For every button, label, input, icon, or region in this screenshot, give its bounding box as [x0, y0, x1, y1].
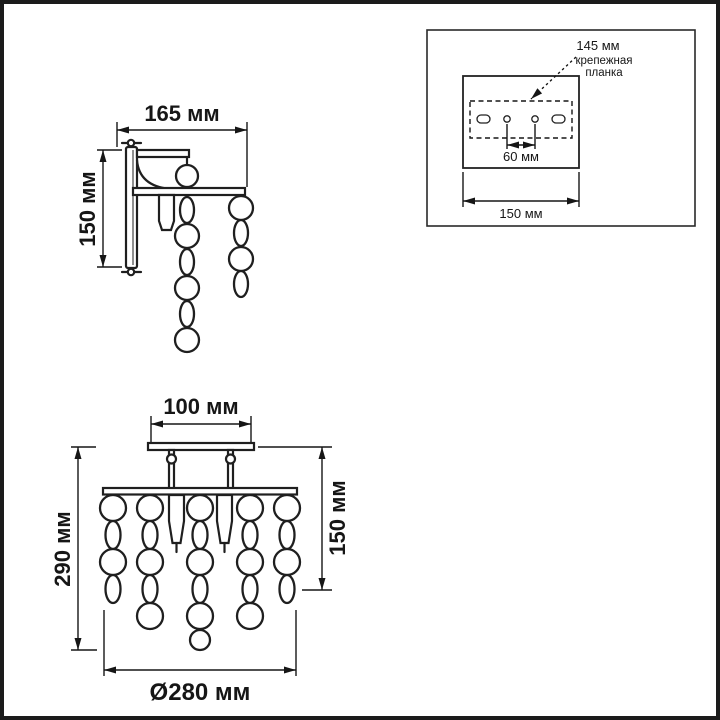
candle-socket [157, 193, 176, 232]
bead [235, 493, 265, 523]
bead [185, 601, 215, 631]
bead [173, 274, 201, 302]
candle-socket-left [167, 493, 186, 545]
bead-chain-front-center [185, 493, 215, 652]
bead-ring [141, 573, 159, 605]
front-view-fixture [101, 441, 299, 554]
screw-bottom [126, 267, 136, 277]
side-view: 165 мм 150 мм [75, 101, 255, 354]
main-bar [101, 486, 299, 496]
slot-hole-right [551, 114, 566, 124]
bead [135, 547, 165, 577]
dim-hole-spacing: 60 мм [503, 124, 539, 164]
dim-side-height: 150 мм [75, 149, 122, 268]
bead [173, 222, 201, 250]
dim-side-width: 165 мм [116, 101, 248, 187]
arm [135, 148, 191, 159]
side-view-fixture [120, 138, 247, 277]
post-bead-right [224, 453, 237, 465]
bead-ring [178, 299, 196, 329]
bead [98, 547, 128, 577]
bead [185, 547, 215, 577]
bead-ring [278, 519, 296, 551]
bead [135, 601, 165, 631]
bead-chain-front-1 [98, 493, 128, 605]
bead [272, 493, 302, 523]
dim-label-side-width: 165 мм [144, 101, 219, 126]
bead-ring [104, 519, 122, 551]
wall-plate [124, 145, 139, 270]
bead [272, 547, 302, 577]
screw-top [126, 138, 136, 148]
bead-ring [141, 519, 159, 551]
bead-chain-front-4 [235, 493, 265, 631]
bead [98, 493, 128, 523]
candle-socket-right [215, 493, 234, 545]
bead [174, 163, 200, 189]
dim-label-plate-width: 150 мм [499, 206, 542, 221]
mounting-detail-inset: 145 мм крепежная планка 60 мм 150 мм [426, 29, 696, 227]
dim-label-hole-spacing: 60 мм [503, 149, 539, 164]
bead [135, 493, 165, 523]
dim-plate-width: 150 мм [462, 172, 580, 221]
bead-ring [232, 269, 250, 299]
frame-bar [131, 186, 247, 197]
front-view: 100 мм 150 мм 290 мм [50, 394, 350, 706]
bead-chain-front-5 [272, 493, 302, 605]
bead [227, 194, 255, 222]
mounting-strip-dashed [469, 100, 573, 139]
bead [185, 493, 215, 523]
plate-caption-line2: планка [585, 67, 623, 79]
leader-line [530, 56, 577, 100]
arm-curve [135, 158, 172, 191]
dim-front-upper-height: 150 мм [258, 446, 350, 591]
dim-front-top-width: 100 мм [150, 394, 252, 442]
dim-label-front-upper-height: 150 мм [325, 480, 350, 555]
bead-ring [191, 519, 209, 551]
bead-ring [241, 519, 259, 551]
bead [188, 628, 212, 652]
dim-label-front-total-height: 290 мм [50, 511, 75, 586]
dim-label-side-height: 150 мм [75, 171, 100, 246]
bead [235, 601, 265, 631]
top-plate [146, 441, 256, 452]
bead-chain-side-center [173, 163, 201, 354]
bead-ring [191, 573, 209, 605]
bead-ring [104, 573, 122, 605]
screw-hole-right [531, 115, 539, 123]
plate-caption-line1: крепежная [576, 55, 633, 67]
bead-ring [241, 573, 259, 605]
dim-front-diameter: Ø280 мм [103, 610, 297, 706]
bead-chain-side-right [227, 194, 255, 299]
screw-hole-left [503, 115, 511, 123]
bead-chain-front-2 [135, 493, 165, 631]
dim-front-total-height: 290 мм [50, 446, 97, 651]
bead-ring [178, 195, 196, 225]
post-bead-left [165, 453, 178, 465]
dim-label-plate-length: 145 мм [576, 38, 619, 53]
dim-label-front-top-width: 100 мм [163, 394, 238, 419]
bead-ring [232, 218, 250, 248]
bead-ring [278, 573, 296, 605]
slot-hole-left [476, 114, 491, 124]
bead-ring [178, 247, 196, 277]
bead [227, 245, 255, 273]
bead [235, 547, 265, 577]
dim-label-front-diameter: Ø280 мм [150, 679, 251, 706]
bead [173, 326, 201, 354]
